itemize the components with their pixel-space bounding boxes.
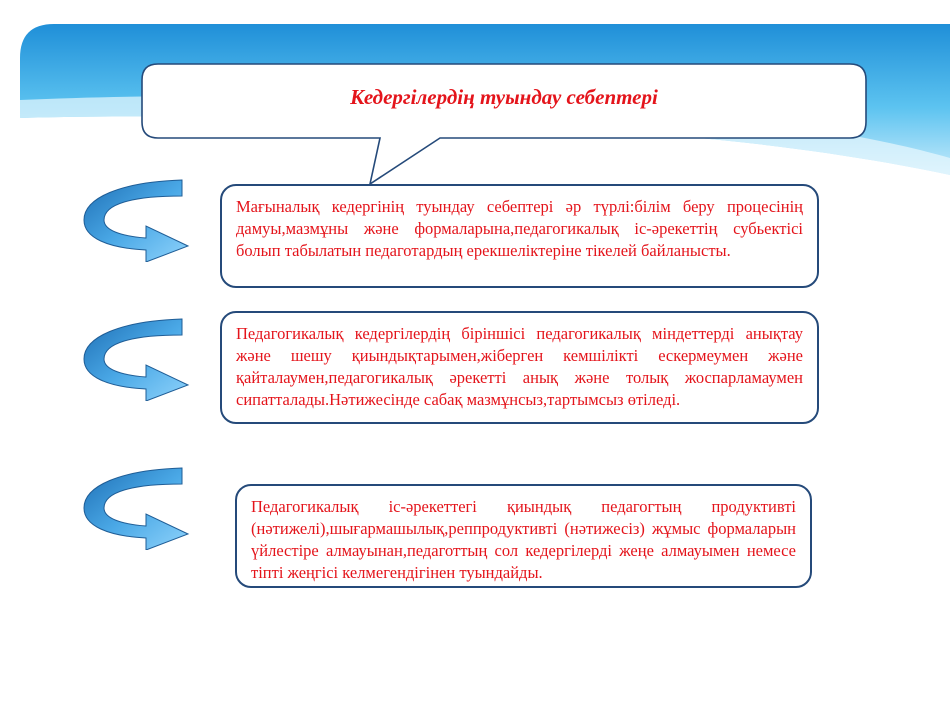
text-block-content: Педагогикалық іс-әрекеттегі қиындық педа… [251, 497, 796, 582]
text-block: Педагогикалық іс-әрекеттегі қиындық педа… [235, 484, 812, 588]
curved-arrow-icon [83, 467, 190, 550]
curved-arrow-icon [83, 318, 190, 401]
text-block: Мағыналық кедергінің туындау себептері ә… [220, 184, 819, 288]
title-callout [141, 63, 867, 186]
text-block-content: Педагогикалық кедергілердің біріншісі пе… [236, 324, 803, 409]
text-block-content: Мағыналық кедергінің туындау себептері ә… [236, 197, 803, 260]
slide-title: Кедергілердің туындау себептері [350, 85, 658, 109]
text-block: Педагогикалық кедергілердің біріншісі пе… [220, 311, 819, 424]
curved-arrow-icon [83, 179, 190, 262]
